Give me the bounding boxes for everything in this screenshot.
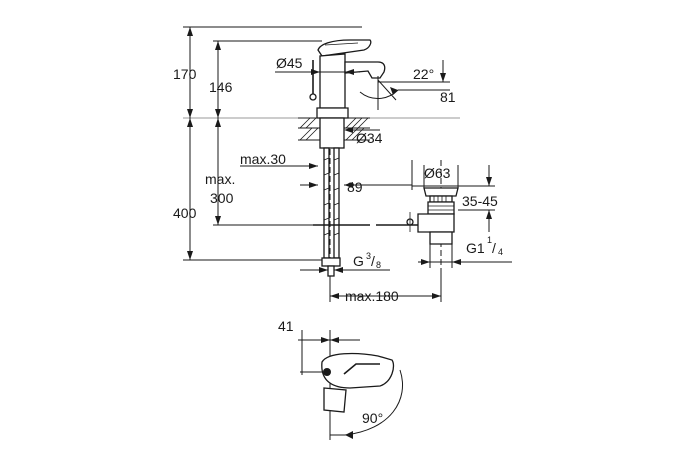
- label-41: 41: [278, 318, 294, 334]
- label-170: 170: [173, 66, 197, 82]
- label-89: 89: [347, 179, 363, 195]
- deck-section: [298, 117, 380, 149]
- popup-rod: [313, 212, 420, 232]
- dimension-89: [344, 160, 413, 190]
- label-22-deg: 22°: [413, 66, 434, 82]
- dimension-g114: [418, 244, 512, 268]
- label-300: 300: [210, 190, 234, 206]
- label-g114-main: G1: [466, 240, 485, 256]
- dimension-max180: [329, 268, 442, 302]
- label-g38-main: G: [353, 253, 364, 269]
- faucet-body: [309, 39, 386, 119]
- label-81: 81: [440, 89, 456, 105]
- label-max-hose: max.: [205, 171, 235, 187]
- dimension-g38: [300, 267, 390, 273]
- label-d45: Ø45: [276, 55, 303, 71]
- label-g114-den: 4: [498, 247, 503, 257]
- spout-angle: [359, 60, 450, 110]
- label-400: 400: [173, 205, 197, 221]
- dimension-d45: [275, 69, 360, 75]
- dimension-labels: 170 146 Ø45 22° 81 Ø34 max.30 max. 300 4…: [173, 55, 503, 426]
- supply-hoses: [321, 147, 341, 277]
- label-90-deg: 90°: [362, 410, 383, 426]
- label-35-45: 35-45: [462, 193, 498, 209]
- label-g38-den: 8: [376, 260, 381, 270]
- label-146: 146: [209, 79, 233, 95]
- dimension-d63: [412, 165, 495, 232]
- fraction-slash-g38: /: [371, 253, 375, 269]
- fraction-slash-g114: /: [492, 240, 496, 256]
- label-d63: Ø63: [424, 165, 451, 181]
- label-d34: Ø34: [356, 130, 383, 146]
- dimension-146-300: [215, 41, 221, 225]
- label-g114-num: 1: [487, 235, 492, 245]
- waste-drain: [417, 160, 459, 300]
- label-max30: max.30: [240, 151, 286, 167]
- lever-top-view: [298, 330, 404, 440]
- dimension-max30: [240, 163, 318, 188]
- label-g38-num: 3: [366, 251, 371, 261]
- dimension-170-400: [187, 27, 193, 260]
- label-max180: max.180: [345, 288, 399, 304]
